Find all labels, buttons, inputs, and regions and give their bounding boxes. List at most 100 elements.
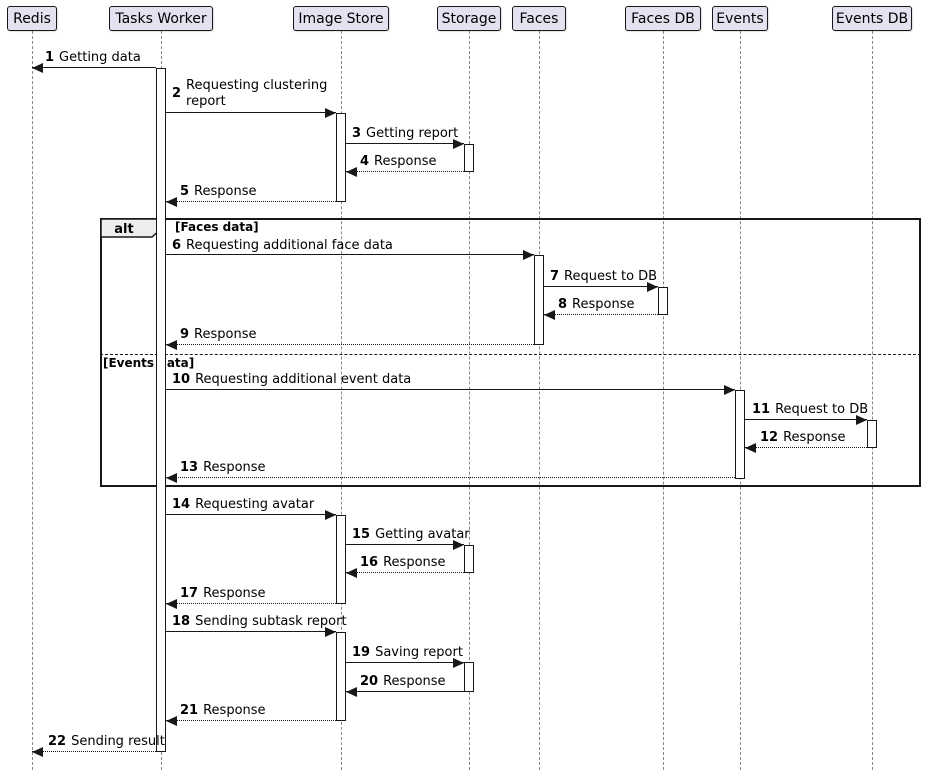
arrowhead-12	[745, 443, 756, 453]
message-line-10	[166, 389, 735, 390]
activation-bar-image-store	[336, 515, 346, 604]
participant-events: Events	[712, 6, 768, 31]
message-number-3: 3	[352, 126, 362, 141]
message-line-3	[346, 143, 464, 144]
message-text-21: Response	[203, 703, 266, 718]
arrowhead-7	[647, 282, 658, 292]
participant-label: Faces	[519, 10, 559, 27]
participant-storage: Storage	[437, 6, 501, 31]
message-number-6: 6	[172, 238, 182, 253]
message-line-13	[166, 477, 735, 478]
lifeline-redis	[32, 31, 33, 770]
message-line-11	[745, 419, 867, 420]
message-line-6	[166, 254, 534, 255]
arrowhead-14	[325, 510, 336, 520]
message-number-5: 5	[180, 184, 190, 199]
message-line-7	[544, 286, 658, 287]
arrowhead-21	[166, 716, 177, 726]
lifeline-storage	[469, 31, 470, 770]
message-label-5: 5 Response	[180, 184, 256, 200]
lifeline-image-store	[341, 31, 342, 770]
message-number-9: 9	[180, 327, 190, 342]
activation-bar-faces-db	[658, 287, 668, 315]
arrowhead-16	[346, 568, 357, 578]
arrowhead-22	[32, 747, 43, 757]
message-number-13: 13	[180, 460, 199, 475]
message-number-15: 15	[352, 527, 371, 542]
message-text-11: Request to DB	[775, 402, 869, 417]
participant-label: Tasks Worker	[115, 10, 207, 27]
message-text-15: Getting avatar	[375, 527, 470, 542]
message-line-4	[346, 171, 464, 172]
message-label-17: 17 Response	[180, 586, 266, 602]
participant-redis: Redis	[7, 6, 57, 31]
arrowhead-18	[325, 627, 336, 637]
message-line-14	[166, 514, 336, 515]
message-number-8: 8	[558, 297, 568, 312]
message-number-22: 22	[48, 734, 67, 749]
arrowhead-11	[856, 415, 867, 425]
participant-faces: Faces	[512, 6, 566, 31]
message-text-7: Request to DB	[564, 269, 658, 284]
arrowhead-2	[325, 108, 336, 118]
message-label-4: 4 Response	[360, 154, 436, 170]
alt-guard-1: [Events data]	[103, 356, 195, 370]
message-text-17: Response	[203, 586, 266, 601]
message-text-8: Response	[572, 297, 635, 312]
message-number-20: 20	[360, 674, 379, 689]
message-number-18: 18	[172, 614, 191, 629]
lifeline-faces	[539, 31, 540, 770]
arrowhead-9	[166, 340, 177, 350]
participant-events-db: Events DB	[832, 6, 912, 31]
message-text-9: Response	[194, 327, 257, 342]
message-text-22: Sending result	[71, 734, 165, 749]
participant-faces-db: Faces DB	[625, 6, 701, 31]
message-number-1: 1	[45, 50, 55, 65]
message-line-20	[346, 691, 464, 692]
message-line-1	[32, 67, 156, 68]
message-text-14: Requesting avatar	[195, 497, 315, 512]
message-text-18: Sending subtask report	[195, 614, 347, 629]
message-text-12: Response	[783, 430, 846, 445]
message-text-5: Response	[194, 184, 257, 199]
message-line-16	[346, 572, 464, 573]
arrowhead-10	[724, 385, 735, 395]
message-number-10: 10	[172, 372, 191, 387]
arrowhead-4	[346, 167, 357, 177]
message-number-11: 11	[752, 402, 771, 417]
arrowhead-13	[166, 473, 177, 483]
message-line-5	[166, 201, 336, 202]
arrowhead-8	[544, 310, 555, 320]
message-number-14: 14	[172, 497, 191, 512]
participant-label: Faces DB	[631, 10, 695, 27]
arrowhead-6	[523, 250, 534, 260]
message-line-18	[166, 631, 336, 632]
message-text-19: Saving report	[375, 645, 463, 660]
message-line-8	[544, 314, 658, 315]
activation-bar-storage	[464, 545, 474, 573]
message-number-16: 16	[360, 555, 379, 570]
message-line-9	[166, 344, 534, 345]
alt-frame-label: alt	[114, 222, 133, 237]
alt-frame-divider	[100, 354, 921, 355]
message-number-19: 19	[352, 645, 371, 660]
message-number-21: 21	[180, 703, 199, 718]
message-label-11: 11 Request to DB	[752, 402, 868, 418]
participant-label: Image Store	[298, 10, 384, 27]
message-number-2: 2	[172, 85, 182, 101]
message-text-6: Requesting additional face data	[186, 238, 393, 253]
message-number-17: 17	[180, 586, 199, 601]
message-number-4: 4	[360, 154, 370, 169]
message-label-21: 21 Response	[180, 703, 266, 719]
alt-frame-tag: alt	[100, 218, 164, 243]
message-label-19: 19 Saving report	[352, 645, 463, 661]
message-text-4: Response	[374, 154, 437, 169]
participant-label: Storage	[441, 10, 497, 27]
